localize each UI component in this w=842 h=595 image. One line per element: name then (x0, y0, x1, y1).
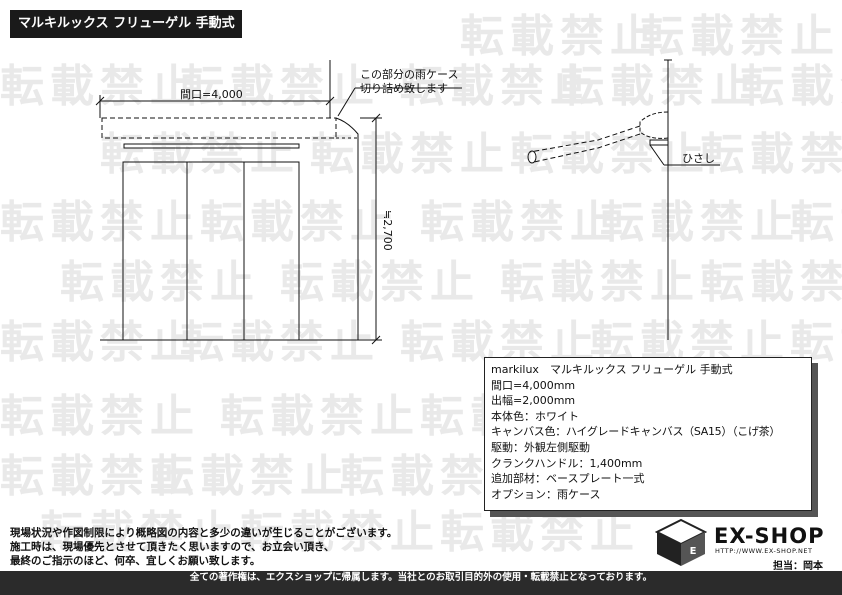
disclaimer-notes: 現場状況や作図制限により概略図の内容と多少の違いが生じることがございます。 施工… (10, 526, 397, 568)
svg-text:E: E (690, 546, 697, 557)
note-leader (337, 87, 356, 117)
awning-arm (529, 125, 641, 153)
awning-cassette (101, 117, 337, 139)
door-panels (122, 161, 300, 341)
spec-line: 出幅=2,000mm (491, 394, 576, 408)
spec-line: 追加部材：ベースプレート一式 (491, 472, 645, 486)
spec-line: 本体色：ホワイト (491, 409, 579, 423)
note-line: 施工時は、現場優先とさせて頂きたく思いますので、お立会い頂き、 (10, 541, 335, 553)
front-bar (123, 143, 300, 149)
spec-line: キャンバス色：ハイグレードキャンバス（SA15）（こげ茶） (491, 425, 781, 439)
spec-line: 間口=4,000mm (491, 378, 576, 392)
staff-label: 担当：岡本 (773, 561, 823, 572)
spec-box: markilux マルキルックス フリューゲル 手動式 間口=4,000mm 出… (484, 357, 812, 511)
spec-line: クランクハンドル：1,400mm (491, 456, 643, 470)
note-label-line2: 切り詰め致します (360, 82, 448, 95)
front-view (95, 60, 462, 345)
copyright-footer: 全ての著作権は、エクスショップに帰属します。当社とのお取引目的外の使用・転載禁止… (0, 571, 842, 595)
spec-line: 駆動：外観左側駆動 (491, 440, 590, 454)
brand-url: HTTP://WWW.EX-SHOP.NET (715, 547, 813, 555)
height-dimension-label: ≒2,700 (381, 210, 394, 251)
note-line: 最終のご指示のほど、何卒、宜しくお願い致します。 (10, 555, 261, 567)
side-view (527, 59, 720, 340)
spec-line: オプション：雨ケース (491, 487, 601, 501)
opening-dimension-label: 間口=4,000 (180, 88, 243, 101)
brand-name: EX-SHOP (714, 524, 825, 548)
note-line: 現場状況や作図制限により概略図の内容と多少の違いが生じることがございます。 (10, 527, 398, 539)
cube-logo-icon: E (655, 518, 707, 566)
hisashi-label: ひさし (682, 152, 715, 165)
spec-line: markilux マルキルックス フリューゲル 手動式 (491, 363, 733, 376)
note-label-line1: この部分の雨ケース (360, 68, 459, 81)
page-title: マルキルックス フリューゲル 手動式 (10, 10, 242, 38)
